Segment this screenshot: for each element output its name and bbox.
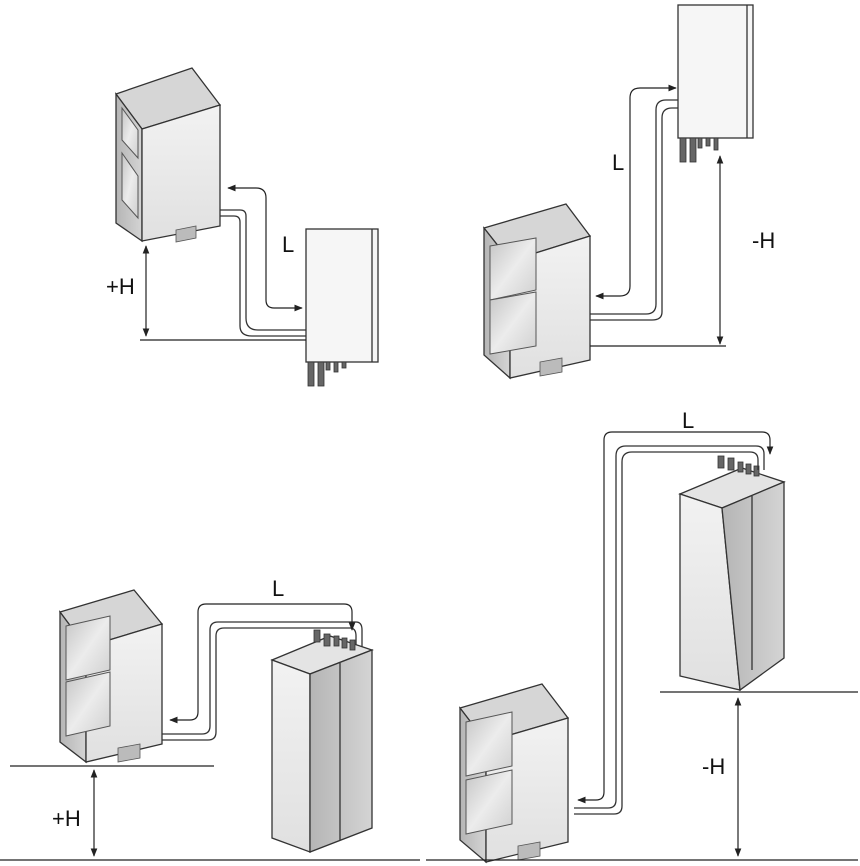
length-arrow xyxy=(577,431,774,804)
panel-top-right: L -H xyxy=(482,4,775,380)
length-label: L xyxy=(272,576,284,601)
length-arrow xyxy=(595,84,677,300)
outdoor-unit xyxy=(114,67,222,243)
indoor-floor-unit xyxy=(678,455,786,692)
length-arrow xyxy=(169,603,356,724)
length-label: L xyxy=(612,150,624,175)
length-label: L xyxy=(682,408,694,433)
height-label: -H xyxy=(702,754,725,779)
height-label: +H xyxy=(52,806,81,831)
length-label: L xyxy=(282,232,294,257)
indoor-wall-unit xyxy=(305,228,379,387)
panel-bottom-left: L +H xyxy=(0,576,420,861)
outdoor-unit xyxy=(58,589,164,764)
height-label: +H xyxy=(106,274,135,299)
indoor-floor-unit xyxy=(270,629,374,853)
refrigerant-pipes xyxy=(220,209,306,337)
pipe-connectors xyxy=(679,137,719,163)
panel-bottom-right: L -H xyxy=(426,408,858,864)
refrigerant-pipes xyxy=(588,99,678,321)
pipe-connectors xyxy=(307,361,347,387)
pipe-connectors xyxy=(313,629,356,651)
outdoor-unit xyxy=(482,203,592,380)
indoor-wall-unit xyxy=(677,4,754,163)
outdoor-unit xyxy=(458,683,570,864)
height-label: -H xyxy=(752,228,775,253)
length-arrow xyxy=(227,184,303,312)
panel-top-left: L +H xyxy=(106,67,379,387)
